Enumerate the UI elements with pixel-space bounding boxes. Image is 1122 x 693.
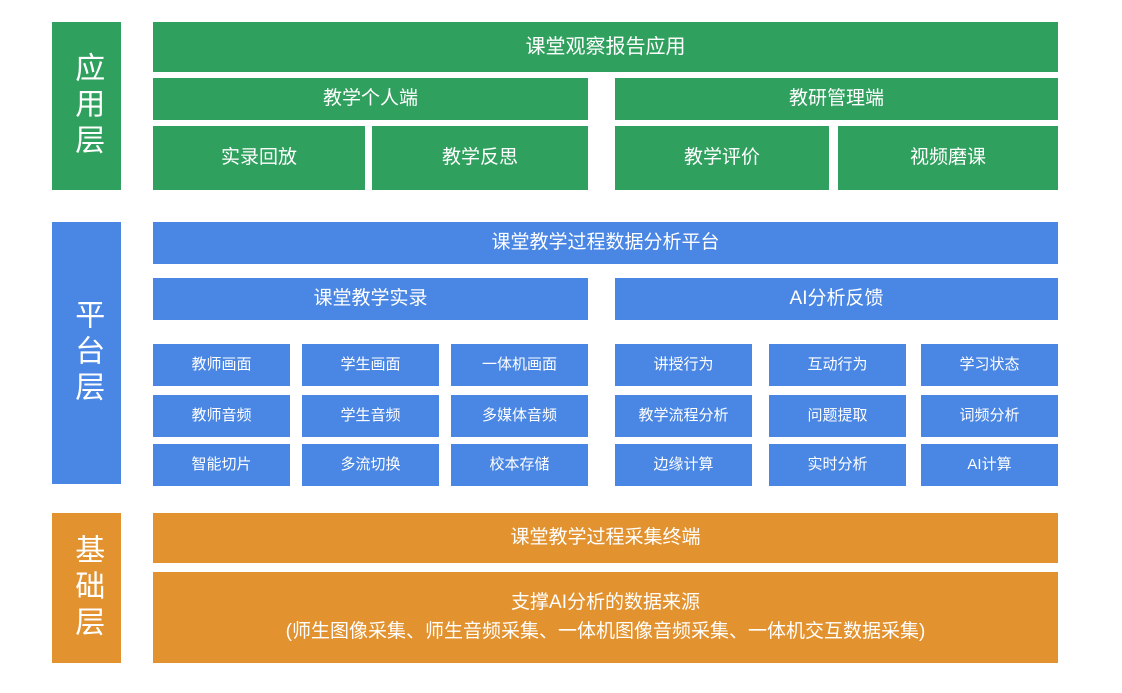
platform-group-classroom-record[interactable]: 课堂教学实录 <box>153 278 588 320</box>
platform-cell-multistream-switching[interactable]: 多流切换 <box>302 444 439 486</box>
platform-cell-ai-computing[interactable]: AI计算 <box>921 444 1058 486</box>
layer-label-application: 应用层 <box>52 22 121 190</box>
platform-cell-word-frequency-analysis[interactable]: 词频分析 <box>921 395 1058 437</box>
application-group-teaching-personal[interactable]: 教学个人端 <box>153 78 588 120</box>
layer-label-application-text: 应用层 <box>70 52 104 160</box>
platform-cell-teaching-process-analysis[interactable]: 教学流程分析 <box>615 395 752 437</box>
platform-cell-student-video[interactable]: 学生画面 <box>302 344 439 386</box>
platform-cell-interaction-behavior[interactable]: 互动行为 <box>769 344 906 386</box>
application-group-research-management[interactable]: 教研管理端 <box>615 78 1058 120</box>
layer-label-platform: 平台层 <box>52 222 121 484</box>
layer-label-infrastructure: 基础层 <box>52 513 121 663</box>
platform-cell-school-storage[interactable]: 校本存储 <box>451 444 588 486</box>
platform-cell-question-extraction[interactable]: 问题提取 <box>769 395 906 437</box>
platform-cell-student-audio[interactable]: 学生音频 <box>302 395 439 437</box>
platform-group-ai-analysis-feedback[interactable]: AI分析反馈 <box>615 278 1058 320</box>
platform-cell-realtime-analysis[interactable]: 实时分析 <box>769 444 906 486</box>
infrastructure-data-sources-line2: (师生图像采集、师生音频采集、一体机图像音频采集、一体机交互数据采集) <box>285 620 926 642</box>
platform-cell-teacher-video[interactable]: 教师画面 <box>153 344 290 386</box>
platform-cell-smart-slicing[interactable]: 智能切片 <box>153 444 290 486</box>
application-item-video-polishing[interactable]: 视频磨课 <box>838 126 1058 190</box>
platform-cell-lecturing-behavior[interactable]: 讲授行为 <box>615 344 752 386</box>
platform-cell-aio-video[interactable]: 一体机画面 <box>451 344 588 386</box>
platform-cell-teacher-audio[interactable]: 教师音频 <box>153 395 290 437</box>
layer-label-platform-text: 平台层 <box>70 299 104 407</box>
platform-cell-learning-state[interactable]: 学习状态 <box>921 344 1058 386</box>
platform-top-bar[interactable]: 课堂教学过程数据分析平台 <box>153 222 1058 264</box>
application-item-record-playback[interactable]: 实录回放 <box>153 126 365 190</box>
infrastructure-data-sources-line1: 支撑AI分析的数据来源 <box>511 592 700 613</box>
layer-label-infrastructure-text: 基础层 <box>70 534 104 642</box>
application-item-teaching-reflection[interactable]: 教学反思 <box>372 126 588 190</box>
application-top-bar[interactable]: 课堂观察报告应用 <box>153 22 1058 72</box>
infrastructure-top-bar[interactable]: 课堂教学过程采集终端 <box>153 513 1058 563</box>
platform-cell-edge-computing[interactable]: 边缘计算 <box>615 444 752 486</box>
platform-cell-multimedia-audio[interactable]: 多媒体音频 <box>451 395 588 437</box>
infrastructure-data-sources-bar[interactable]: 支撑AI分析的数据来源 (师生图像采集、师生音频采集、一体机图像音频采集、一体机… <box>153 572 1058 663</box>
application-item-teaching-evaluation[interactable]: 教学评价 <box>615 126 829 190</box>
